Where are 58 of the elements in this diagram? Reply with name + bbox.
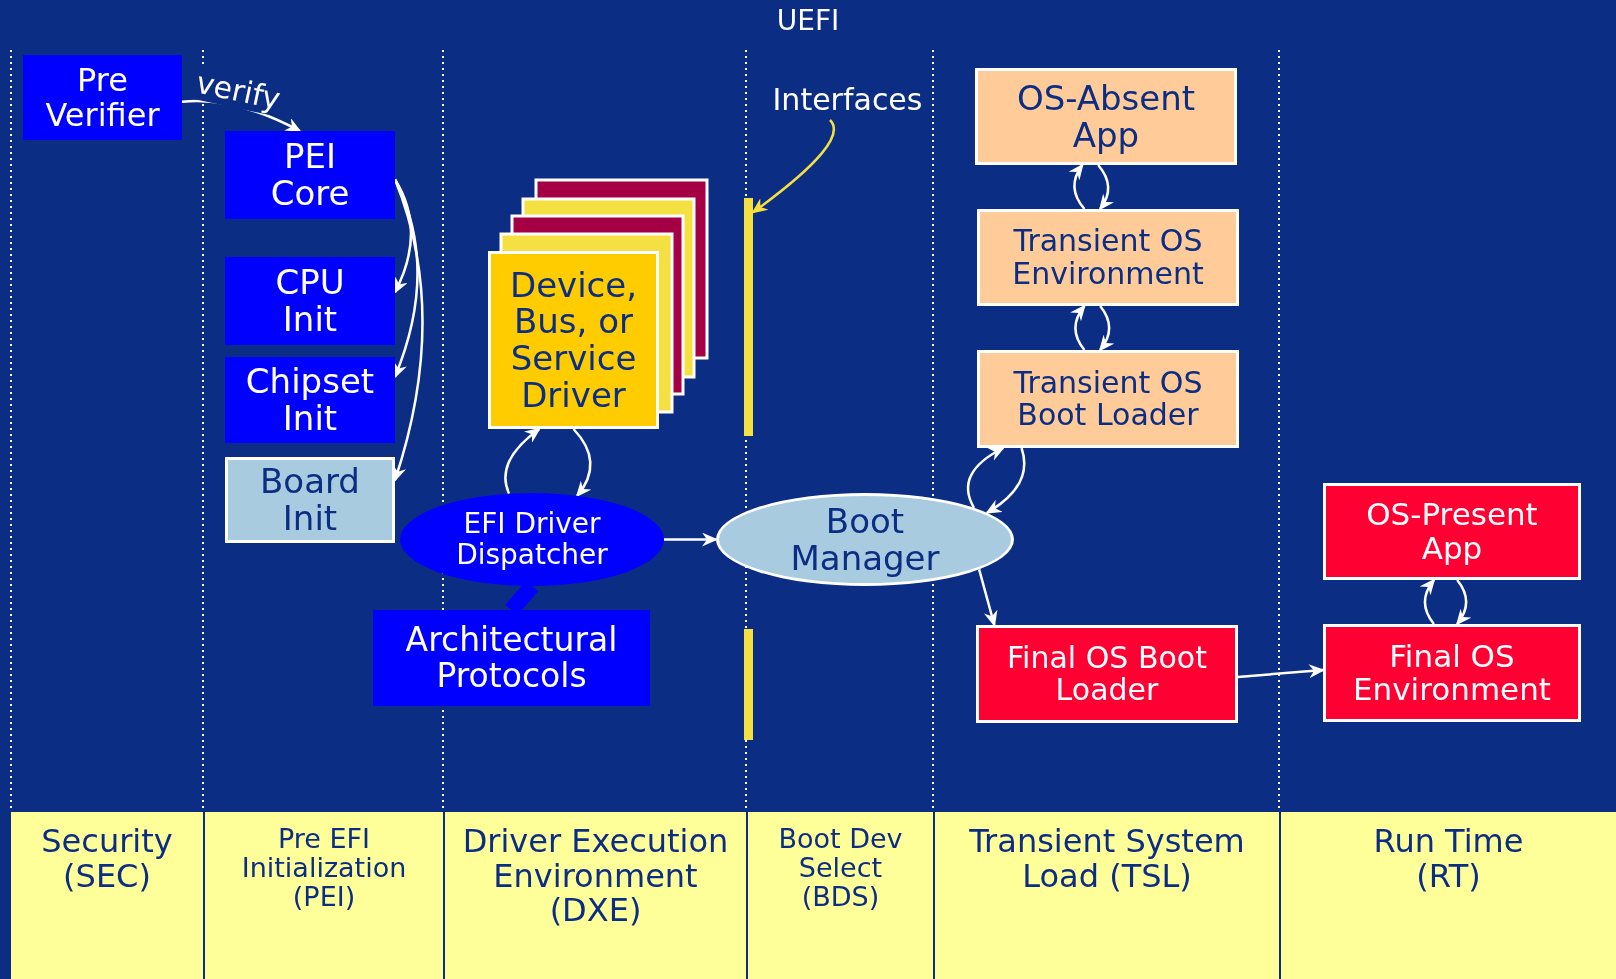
arrow bbox=[572, 428, 592, 498]
callout-text: Interfaces bbox=[772, 83, 923, 117]
arrow bbox=[1070, 304, 1086, 351]
node-label: PEI Core bbox=[269, 138, 351, 212]
process-box bbox=[975, 68, 1237, 165]
diagram-title: UEFI bbox=[776, 4, 840, 37]
arrow bbox=[1419, 578, 1436, 625]
phase-label: Security (SEC) bbox=[40, 824, 174, 894]
arrow bbox=[966, 446, 1005, 509]
node-label: Architectural Protocols bbox=[404, 622, 619, 694]
process-box bbox=[977, 209, 1239, 306]
node-label: OS-Absent App bbox=[1015, 79, 1197, 154]
process-box bbox=[1323, 483, 1581, 580]
arrow bbox=[985, 447, 1026, 514]
phase-band bbox=[205, 812, 443, 979]
node-label: EFI Driver Dispatcher bbox=[455, 509, 609, 570]
process-box bbox=[23, 55, 182, 140]
phase-band bbox=[935, 812, 1279, 979]
node-label: Transient OS Environment bbox=[1011, 225, 1205, 290]
node-label: CPU Init bbox=[274, 264, 346, 338]
arrow bbox=[977, 569, 998, 627]
arrow bbox=[1455, 579, 1472, 626]
arrow bbox=[664, 532, 718, 547]
process-box bbox=[1323, 624, 1581, 722]
process-box bbox=[225, 357, 395, 443]
node-label: Pre Verifier bbox=[44, 62, 161, 133]
phase-label: Transient System Load (TSL) bbox=[968, 824, 1246, 894]
node-label: Final OS Boot Loader bbox=[1006, 641, 1208, 707]
phase-label: Run Time (RT) bbox=[1372, 824, 1525, 894]
process-box bbox=[373, 610, 650, 706]
node-label: Board Init bbox=[259, 463, 361, 537]
node-label: Final OS Environment bbox=[1352, 639, 1552, 707]
phase-label: Driver Execution Environment (DXE) bbox=[461, 824, 730, 928]
arrow bbox=[1098, 305, 1115, 352]
phase-band bbox=[11, 812, 203, 979]
node-label: Chipset Init bbox=[244, 363, 376, 437]
process-box bbox=[977, 350, 1239, 448]
driver-card bbox=[488, 251, 659, 429]
node-label: Device, Bus, or Service Driver bbox=[508, 266, 639, 414]
node-label: Transient OS Boot Loader bbox=[1012, 366, 1204, 432]
interface-bar bbox=[744, 629, 753, 740]
phase-label: Boot Dev Select (BDS) bbox=[777, 824, 904, 912]
node-label: Boot Manager bbox=[789, 502, 941, 577]
arrow bbox=[1068, 163, 1086, 210]
arrow bbox=[751, 119, 835, 214]
process-box bbox=[225, 131, 395, 219]
arrow bbox=[1237, 664, 1325, 679]
phase-band bbox=[748, 812, 933, 979]
arrow bbox=[504, 427, 541, 495]
arrow bbox=[1097, 164, 1114, 211]
phase-band bbox=[1281, 812, 1616, 979]
interface-bar bbox=[744, 198, 753, 436]
phase-band bbox=[445, 812, 746, 979]
node-label: OS-Present App bbox=[1365, 498, 1539, 565]
process-box bbox=[225, 257, 395, 345]
process-box bbox=[225, 457, 395, 543]
process-box bbox=[976, 625, 1238, 723]
phase-label: Pre EFI Initialization (PEI) bbox=[240, 824, 408, 912]
